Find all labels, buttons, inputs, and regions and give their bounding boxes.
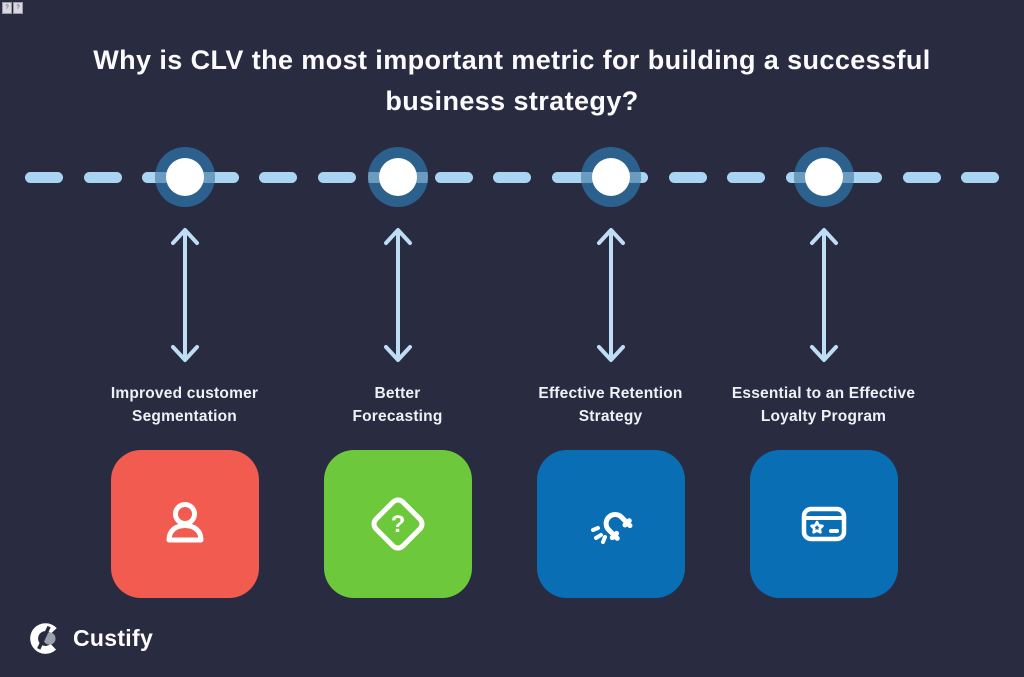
- page-title-line1: Why is CLV the most important metric for…: [93, 45, 931, 75]
- card-better-forecasting: ?: [323, 450, 472, 598]
- item-label: Essential to an Effective Loyalty Progra…: [731, 385, 916, 425]
- brand-logo: Custify: [28, 621, 153, 656]
- timeline-node-icon: [367, 147, 428, 207]
- corner-artifact: ??: [2, 2, 23, 14]
- svg-text:?: ?: [390, 511, 405, 538]
- column-improved-customer-segmentation: Improved customer Segmentation: [78, 0, 291, 677]
- double-arrow-icon: [809, 228, 838, 362]
- brand-name: Custify: [73, 625, 154, 651]
- columns: Improved customer Segmentation Better Fo…: [78, 0, 930, 677]
- card-effective-loyalty-program: [749, 450, 898, 598]
- card-improved-customer-segmentation: [110, 450, 259, 598]
- timeline-node-icon: [154, 147, 215, 207]
- column-effective-retention-strategy: Effective Retention Strategy: [504, 0, 717, 677]
- double-arrow-icon: [383, 228, 412, 362]
- timeline-dashed-line: [25, 172, 999, 183]
- timeline-node-icon: [793, 147, 854, 207]
- timeline-node-icon: [580, 147, 641, 207]
- diamond-question-icon: ?: [371, 497, 424, 551]
- item-label: Improved customer Segmentation: [110, 385, 259, 425]
- item-label: Better Forecasting: [352, 385, 443, 425]
- page-title: Why is CLV the most important metric for…: [0, 40, 1024, 122]
- custify-logo-icon: [30, 623, 61, 654]
- magnet-icon: [590, 512, 632, 544]
- double-arrow-icon: [596, 228, 625, 362]
- person-icon: [166, 502, 203, 543]
- loyalty-card-icon: [801, 506, 846, 542]
- column-effective-loyalty-program: Essential to an Effective Loyalty Progra…: [717, 0, 930, 677]
- column-better-forecasting: Better Forecasting ?: [291, 0, 504, 677]
- double-arrow-icon: [170, 228, 199, 362]
- item-label: Effective Retention Strategy: [538, 385, 683, 425]
- page-title-line2: business strategy?: [385, 86, 639, 116]
- card-effective-retention-strategy: [536, 450, 685, 598]
